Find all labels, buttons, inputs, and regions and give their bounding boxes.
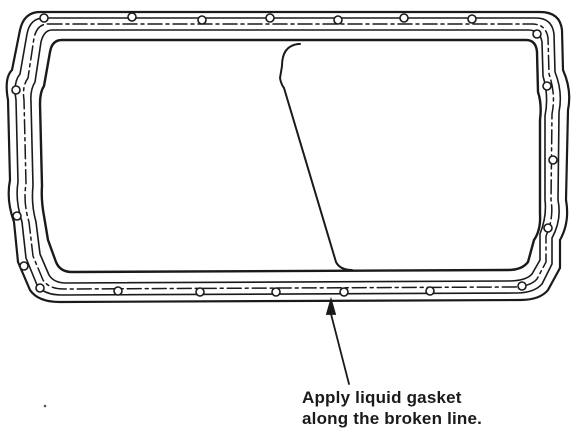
bolt-hole — [333, 15, 343, 25]
liquid-gasket-broken-line — [22, 23, 555, 290]
bolt-hole — [548, 155, 558, 165]
callout-note: Apply liquid gasket along the broken lin… — [302, 387, 542, 429]
bolt-hole — [39, 13, 49, 23]
bolt-hole — [195, 287, 205, 297]
bolt-hole — [532, 29, 542, 39]
callout-line-1: Apply liquid gasket — [302, 388, 462, 407]
bolt-hole — [113, 286, 123, 296]
bolt-hole — [35, 283, 45, 293]
sump-well-outline — [279, 43, 353, 271]
callout-line-2: along the broken line. — [302, 409, 483, 428]
pan-flange-outer-edge — [5, 10, 571, 304]
pan-flange-seal-edge — [30, 29, 548, 284]
bolt-hole — [543, 223, 553, 233]
bolt-hole — [467, 14, 477, 24]
pan-inner-opening — [38, 38, 542, 274]
bolt-hole — [399, 13, 409, 23]
bolt-hole — [127, 12, 137, 22]
bolt-hole — [271, 287, 281, 297]
bolt-hole — [542, 81, 552, 91]
bolt-hole — [12, 211, 22, 221]
scan-speck — [43, 404, 47, 408]
bolt-hole — [339, 287, 349, 297]
callout-leader-line — [330, 313, 350, 385]
bolt-hole — [11, 85, 21, 95]
bolt-hole — [425, 286, 435, 296]
callout-arrowhead — [325, 296, 337, 315]
bolt-hole — [517, 281, 527, 291]
bolt-hole — [19, 261, 29, 271]
pan-flange-inner-edge — [14, 17, 562, 296]
bolt-hole — [197, 15, 207, 25]
bolt-hole — [265, 13, 275, 23]
